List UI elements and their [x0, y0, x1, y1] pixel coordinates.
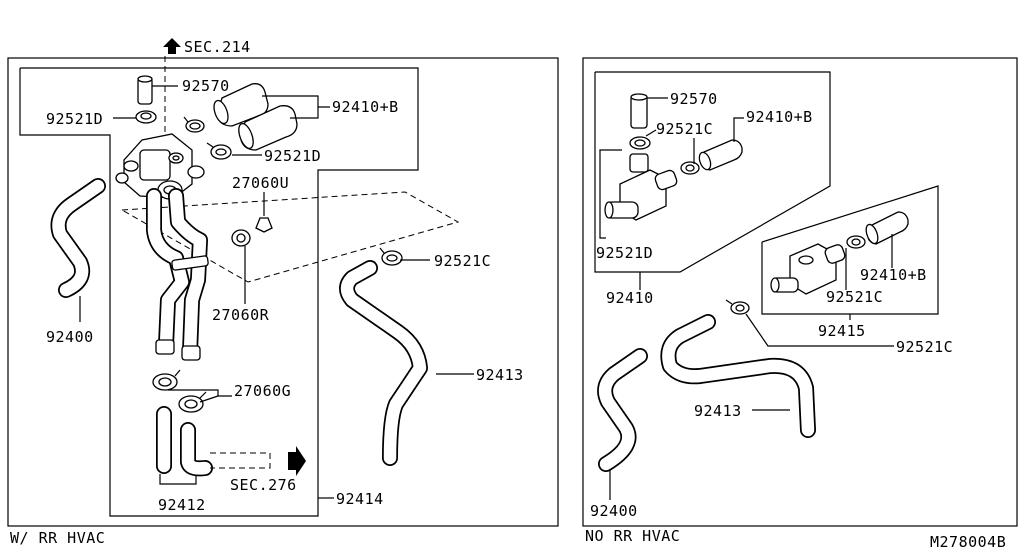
- label-92521d-lower: 92521D: [264, 147, 321, 165]
- hose-92410b-right-a: [698, 139, 743, 171]
- right-leaders: [599, 97, 894, 500]
- label-92413: 92413: [476, 366, 524, 384]
- left-panel-border: [7, 57, 559, 527]
- label-92412: 92412: [158, 496, 206, 514]
- hose-92400-right: [597, 348, 648, 472]
- label-92410b: 92410+B: [332, 98, 399, 116]
- label-27060r: 27060R: [212, 306, 270, 324]
- pipe-assembly: [146, 188, 209, 361]
- label-92521c-right-a: 92521C: [656, 120, 713, 138]
- assembly-outline: [19, 67, 419, 517]
- sec-276-label: SEC.276: [230, 476, 297, 494]
- tee-fitting-92415: [770, 243, 846, 295]
- hose-92412: [156, 406, 213, 477]
- label-92521c: 92521C: [434, 252, 491, 270]
- label-92414: 92414: [336, 490, 384, 508]
- bushing-27060u: [255, 217, 273, 233]
- caption-w-rr-hvac: W/ RR HVAC: [10, 529, 105, 547]
- hose-92400-left: [50, 178, 106, 298]
- label-92410b-right-b: 92410+B: [860, 266, 927, 284]
- label-92400: 92400: [46, 328, 94, 346]
- right-panel: 92570 92410+B 92521C 92521D 92410 92410+…: [582, 57, 1018, 545]
- assembly-92410-outline: [594, 71, 831, 273]
- clamp-92521d-hose-a: [183, 116, 205, 133]
- sec-276-leader: [210, 452, 271, 469]
- cap-92570: [137, 75, 153, 105]
- label-92410-right: 92410: [606, 289, 654, 307]
- clamp-92521d-upper: [135, 110, 157, 124]
- label-92521c-right-b: 92521C: [826, 288, 883, 306]
- label-92415: 92415: [818, 322, 866, 340]
- sec-214-label: SEC.214: [184, 38, 251, 56]
- label-27060u: 27060U: [232, 174, 289, 192]
- clamp-92521c-right-a: [680, 161, 700, 175]
- left-leaders: [79, 85, 474, 499]
- label-92413-right: 92413: [694, 402, 742, 420]
- caption-no-rr-hvac: NO RR HVAC: [585, 527, 680, 545]
- label-92570-right: 92570: [670, 90, 718, 108]
- label-92521c-right-c: 92521C: [896, 338, 953, 356]
- cap-92570-right: [630, 93, 648, 129]
- grommet-27060r: [231, 229, 251, 247]
- assembly-92415-outline: [761, 185, 939, 315]
- clamp-92521d-hose-b: [206, 142, 232, 160]
- left-panel: SEC.214: [7, 38, 559, 547]
- clamp-92521c-right-c: [725, 299, 750, 315]
- label-27060g: 27060G: [234, 382, 291, 400]
- valve-body: [115, 133, 205, 200]
- label-92521d-right: 92521D: [596, 244, 653, 262]
- sec-214-arrow-icon: [163, 38, 181, 54]
- clamp-92521d-right: [629, 136, 651, 150]
- tee-fitting-92410: [604, 153, 678, 221]
- label-92400-right: 92400: [590, 502, 638, 520]
- label-92521d-upper: 92521D: [46, 110, 103, 128]
- hose-92410b-lower: [238, 105, 298, 151]
- clamp-92521c-right-b: [846, 235, 866, 249]
- clamp-92521c-left: [379, 247, 403, 266]
- sec-276-arrow-icon: [288, 446, 306, 476]
- diagram-code: M278004B: [930, 533, 1006, 551]
- hose-92413-right: [660, 314, 816, 438]
- clamp-27060g: [152, 369, 207, 413]
- label-92570: 92570: [182, 77, 230, 95]
- label-92410b-right-a: 92410+B: [746, 108, 813, 126]
- hose-92413-left: [339, 260, 428, 466]
- right-panel-border: [582, 57, 1018, 527]
- hose-92410b-right-b: [865, 211, 909, 245]
